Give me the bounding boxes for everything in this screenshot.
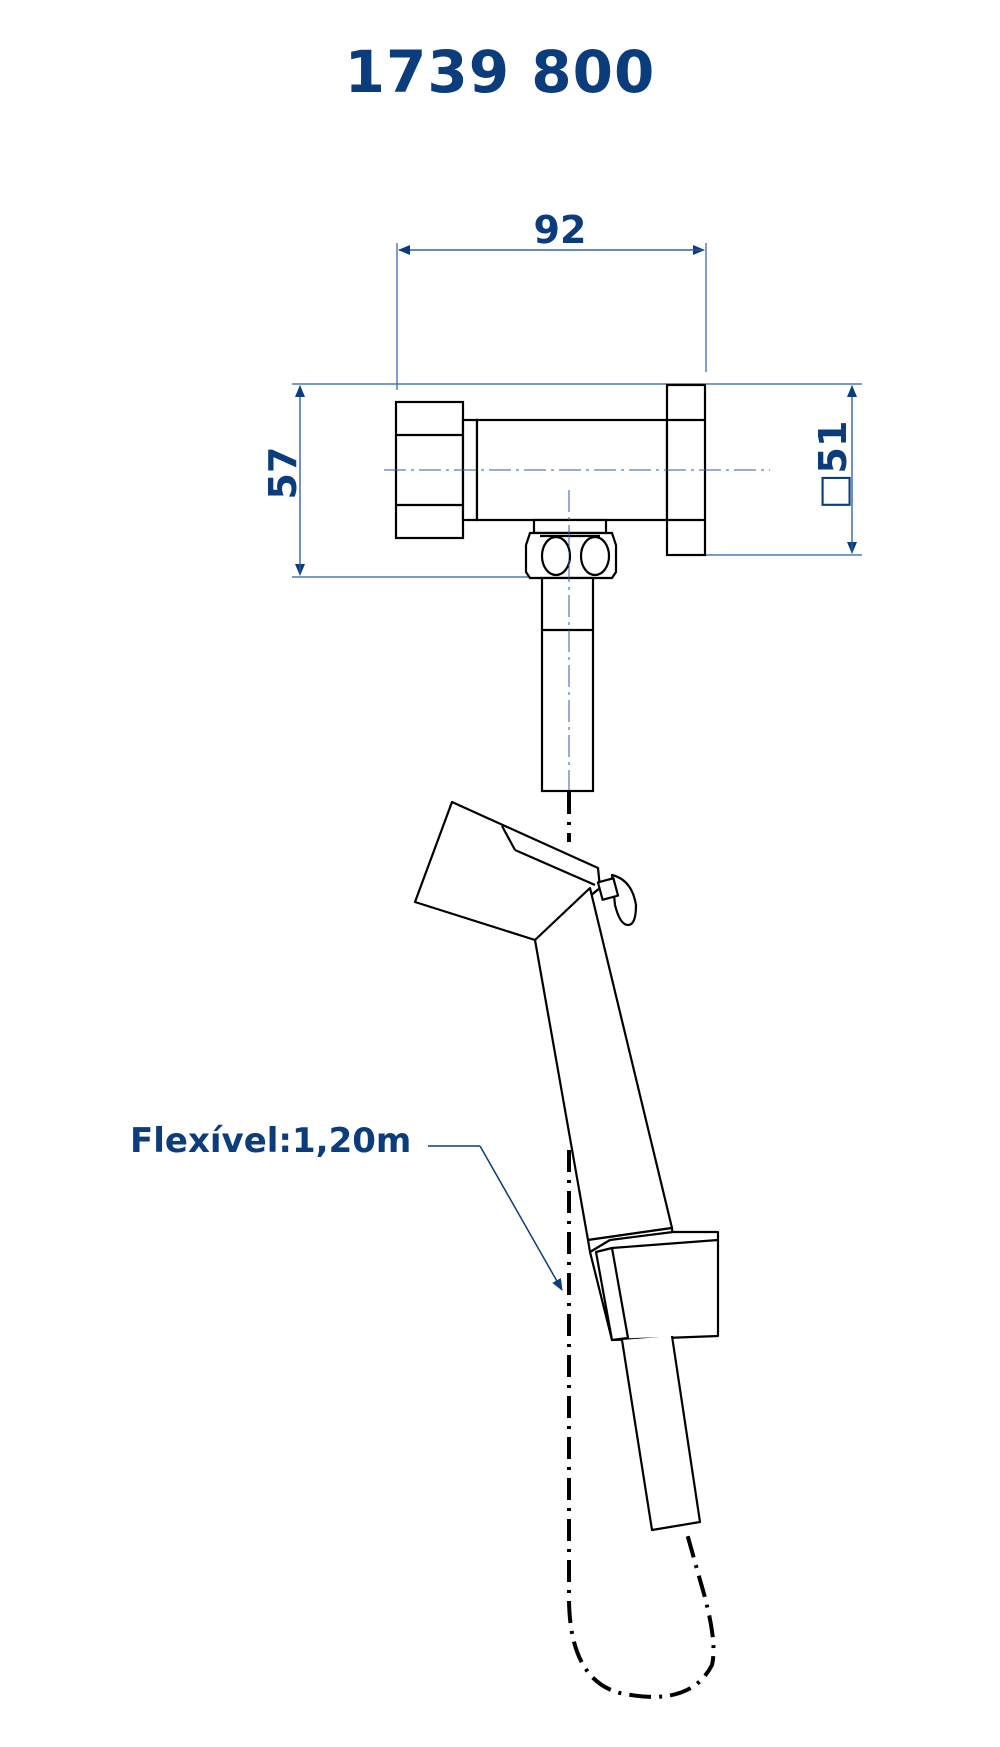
dimension-width-label: 92 [534, 208, 587, 252]
dimension-height-label: 57 [261, 447, 305, 500]
hose-leader-line [428, 1145, 563, 1291]
centerlines [384, 469, 770, 790]
drawing-title: 1739 800 [344, 38, 656, 106]
hose-length-label: Flexível:1,20m [130, 1121, 411, 1161]
sprayer-head [413, 800, 675, 1254]
dimension-square [706, 383, 862, 556]
dimension-square-label: □51 [811, 421, 855, 510]
dimension-width [396, 243, 707, 390]
valve-body [394, 383, 707, 793]
dimension-height [292, 383, 706, 578]
wall-holder [588, 1230, 720, 1532]
flexible-hose [567, 792, 716, 1699]
